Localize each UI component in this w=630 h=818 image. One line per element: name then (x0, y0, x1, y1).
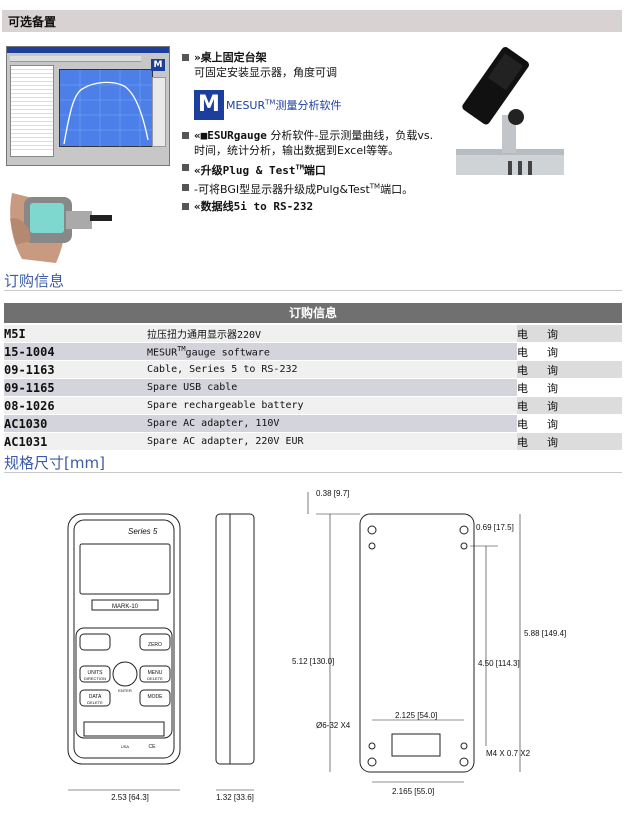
feature-item: »桌上固定台架 可固定安装显示器，角度可调 (182, 50, 444, 80)
software-screenshot: M (6, 46, 170, 166)
screenshot-plot (59, 69, 154, 148)
ce-label: CE (149, 744, 157, 750)
section-order-title: 订购信息 (4, 272, 65, 290)
feature-title: »桌上固定台架 (194, 51, 267, 64)
btn-menu-label: MENU (148, 670, 163, 676)
part-description: Spare rechargeable battery (147, 397, 517, 414)
price-inquiry: 电询 (517, 343, 622, 360)
feature-desc: 分析软件-显示测量曲线，负载vs.时间，统计分析，输出数据到Excel等等。 (194, 129, 434, 157)
dim-thread-a-label: Ø6-32 X4 (316, 721, 351, 730)
feature-item: «数据线5i to RS-232 (182, 199, 444, 214)
feature-title: «■ESURgauge (194, 129, 267, 142)
divider (4, 290, 622, 291)
front-view-outline (67, 513, 181, 765)
btn-data-label: DATA (89, 694, 102, 700)
series-label: Series 5 (128, 527, 158, 536)
screenshot-titlebar (7, 47, 169, 53)
screenshot-table (10, 65, 54, 157)
part-description: Cable, Series 5 to RS-232 (147, 361, 517, 378)
dim-hole-offset-label: 0.69 [17.5] (476, 523, 514, 532)
section-dims-title: 规格尺寸[mm] (4, 454, 105, 472)
dim-width-label: 2.53 [64.3] (111, 793, 149, 802)
bullet-square-icon (182, 132, 189, 139)
divider (4, 472, 622, 473)
price-inquiry: 电询 (517, 433, 622, 450)
dim-thread-b-label: M4 X 0.7 X2 (486, 749, 531, 758)
bullet-square-icon (182, 54, 189, 61)
bullet-square-icon (182, 203, 189, 211)
part-description: Spare AC adapter, 220V EUR (147, 433, 517, 450)
part-description: Spare AC adapter, 110V (147, 415, 517, 432)
price-inquiry: 电询 (517, 325, 622, 342)
feature-desc: -可将BGI型显示器升级成Pulg&TestTM端口。 (194, 182, 414, 197)
mesur-logo-mark: M (194, 90, 224, 120)
part-number: 15-1004 (4, 343, 147, 360)
back-view-outline (359, 513, 475, 773)
part-description: MESURTMgauge software (147, 343, 517, 360)
mesur-logo-text: MESURTM测量分析软件 (226, 98, 342, 112)
part-number: 09-1165 (4, 379, 147, 396)
btn-units-sub-label: DIRECTION (84, 676, 106, 681)
screenshot-side-panel (152, 77, 166, 147)
feature-item: «■ESURgauge 分析软件-显示测量曲线，负载vs.时间，统计分析，输出数… (182, 128, 444, 158)
part-description: Spare USB cable (147, 379, 517, 396)
part-number: 09-1163 (4, 361, 147, 378)
feature-desc: 可固定安装显示器，角度可调 (194, 66, 337, 79)
dimension-drawing: 2.53 [64.3] 1.32 [33.6] 0.38 [9.7] 0.69 … (67, 489, 566, 802)
brand-label: MARK-10 (112, 604, 139, 610)
screenshot-logo: M (151, 59, 165, 71)
dim-height-label: 5.12 [130.0] (292, 657, 334, 666)
feature-title: «升级Plug & TestTM端口 (194, 163, 326, 177)
btn-zero-label: ZERO (148, 642, 162, 648)
btn-units-label: UNITS (88, 670, 104, 676)
mesur-logo: M MESURTM测量分析软件 (194, 90, 444, 120)
feature-title: «数据线5i to RS-232 (194, 200, 314, 214)
part-number: M5I (4, 325, 147, 342)
usa-label: USA (121, 744, 130, 749)
btn-menu-sub-label: DELETE (147, 676, 163, 681)
btn-mode-label: MODE (148, 694, 164, 700)
part-description: 拉压扭力通用显示器220V (147, 325, 517, 342)
feature-item: -可将BGI型显示器升级成Pulg&TestTM端口。 (182, 180, 444, 198)
part-number: 08-1026 (4, 397, 147, 414)
btn-enter-label: ENTER (118, 688, 132, 693)
price-inquiry: 电询 (517, 415, 622, 432)
price-inquiry: 电询 (517, 379, 622, 396)
dim-depth-label: 1.32 [33.6] (216, 793, 254, 802)
bullet-square-icon (182, 164, 189, 171)
part-number: AC1030 (4, 415, 147, 432)
price-inquiry: 电询 (517, 361, 622, 378)
dim-top-offset-label: 0.38 [9.7] (316, 489, 349, 498)
dim-hole-width-label: 2.125 [54.0] (395, 711, 437, 720)
dim-hole-span-label: 4.50 [114.3] (478, 659, 520, 668)
btn-data-sub-label: DELETE (87, 700, 103, 705)
section-optional-title: 可选备置 (8, 15, 57, 29)
dim-back-width-label: 2.165 [55.0] (392, 787, 434, 796)
section-optional-bar: 可选备置 (2, 10, 622, 32)
features-list: »桌上固定台架 可固定安装显示器，角度可调 M MESURTM测量分析软件 «■… (182, 50, 444, 214)
part-number: AC1031 (4, 433, 147, 450)
bullet-square-icon (182, 183, 189, 191)
side-view-outline (215, 513, 255, 765)
price-inquiry: 电询 (517, 397, 622, 414)
screenshot-tabs (10, 56, 141, 62)
order-table-header: 订购信息 (4, 303, 622, 323)
dim-height-total-label: 5.88 [149.4] (524, 629, 566, 638)
hand-gauge-photo (6, 175, 112, 265)
stand-photo (456, 47, 564, 175)
feature-item: «升级Plug & TestTM端口 (182, 160, 444, 178)
